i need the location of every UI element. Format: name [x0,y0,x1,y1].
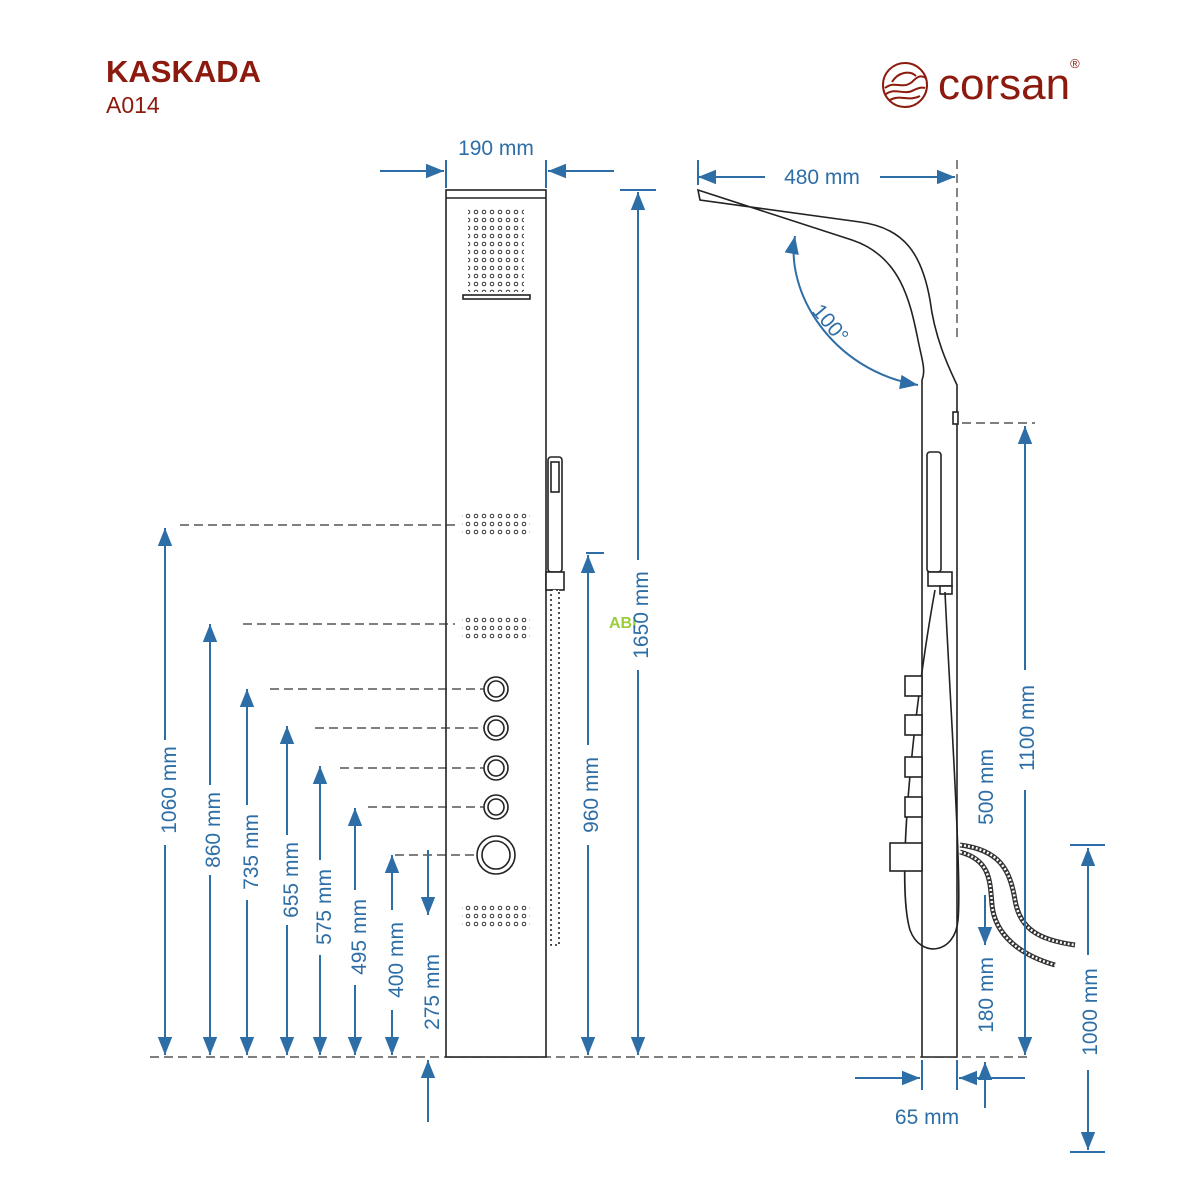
product-title: KASKADA [106,54,261,89]
dim-655: 655 mm [280,842,303,918]
body-jet-middle [462,615,530,639]
dim-65: 65 mm [895,1106,959,1129]
dim-190: 190 mm [458,137,534,160]
dim-960: 960 mm [580,757,603,833]
dim-1650: 1650 mm [630,571,653,659]
dim-495: 495 mm [348,899,371,975]
wave-logo-icon [882,62,928,108]
dim-735: 735 mm [240,814,263,890]
control-knobs [476,676,516,875]
body-jet-top [462,513,530,537]
dim-480: 480 mm [784,166,860,189]
brand-logo: corsan ® [880,56,1080,110]
product-model: A014 [106,92,160,118]
front-view-panel [445,189,565,1058]
dim-860: 860 mm [202,792,225,868]
dim-180: 180 mm [975,957,998,1033]
hand-shower [545,456,565,946]
dim-angle: 100° [807,300,853,348]
dim-1060: 1060 mm [158,746,181,834]
brand-name: corsan [938,60,1071,109]
dim-275: 275 mm [421,954,444,1030]
dim-400: 400 mm [385,922,408,998]
side-view-panel [696,188,1076,1058]
front-height-dimensions [157,189,656,1122]
dim-1000: 1000 mm [1079,968,1102,1056]
watermark: ABI [609,615,637,632]
dim-500: 500 mm [975,749,998,825]
body-jet-bottom [462,904,530,928]
dim-1100: 1100 mm [1016,685,1039,771]
registered-mark: ® [1070,56,1080,71]
dim-575: 575 mm [313,869,336,945]
side-dimensions [697,160,1105,1153]
reference-lines [180,524,484,856]
width-dimension [380,160,614,188]
rain-shower-head [468,208,524,292]
